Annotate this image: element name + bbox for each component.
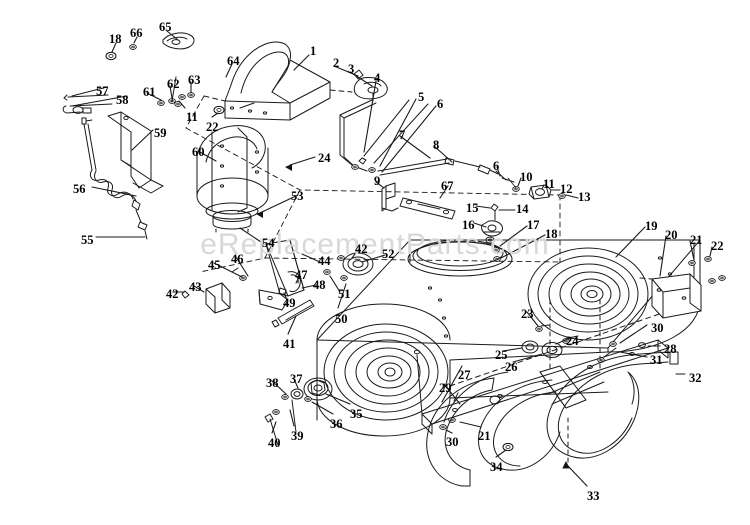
callout-number: 12: [560, 182, 573, 196]
callout-number: 11: [186, 110, 198, 124]
callout-number: 21: [690, 233, 703, 247]
callout-number: 67: [441, 179, 454, 193]
callout-number: 54: [262, 236, 275, 250]
callout-number: 16: [462, 218, 475, 232]
callout-number: 10: [520, 170, 533, 184]
callout-number: 44: [318, 254, 331, 268]
callout-number: 59: [154, 126, 167, 140]
callout-number: 9: [374, 174, 381, 188]
callout-number: 3: [348, 62, 355, 76]
callout-number: 42: [355, 242, 368, 256]
callout-number: 53: [291, 189, 304, 203]
callout-number: 42: [166, 287, 179, 301]
callout-number: 52: [382, 247, 395, 261]
callout-number: 1: [310, 44, 317, 58]
callout-number: 41: [283, 337, 296, 351]
callout-number: 6: [493, 159, 500, 173]
callout-number: 58: [116, 93, 129, 107]
callout-number: 11: [543, 177, 555, 191]
callout-number: 14: [516, 202, 529, 216]
callout-number: 66: [130, 26, 143, 40]
callout-number: 63: [188, 73, 201, 87]
callout-number: 45: [208, 258, 221, 272]
callout-number: 6: [437, 97, 444, 111]
callout-number: 15: [466, 201, 479, 215]
callout-number: 18: [109, 32, 122, 46]
callout-number: 34: [490, 460, 503, 474]
callout-number: 36: [330, 417, 343, 431]
callout-number: 28: [664, 342, 677, 356]
callout-number: 22: [711, 239, 724, 253]
callout-number: 20: [665, 228, 678, 242]
callout-number: 56: [73, 182, 86, 196]
callout-number: 40: [268, 436, 281, 450]
callout-number: 37: [290, 372, 303, 386]
callout-number: 55: [81, 233, 94, 247]
callout-number: 33: [587, 489, 600, 503]
callout-number: 51: [338, 287, 351, 301]
callout-number: 13: [578, 190, 591, 204]
callout-number: 64: [227, 54, 240, 68]
callout-number: 39: [291, 429, 304, 443]
callout-number: 19: [645, 219, 658, 233]
callout-number: 24: [318, 151, 331, 165]
callout-number: 21: [478, 429, 491, 443]
callout-number: 24: [566, 334, 579, 348]
callout-number: 47: [295, 268, 308, 282]
callout-number: 43: [189, 280, 202, 294]
callout-number: 35: [350, 407, 363, 421]
callout-number: 5: [418, 90, 425, 104]
callout-number: 30: [651, 321, 664, 335]
callout-number: 60: [192, 145, 205, 159]
callout-number: 32: [689, 371, 702, 385]
callout-number: 38: [266, 376, 279, 390]
callout-number: 48: [313, 278, 326, 292]
callout-number: 17: [527, 218, 540, 232]
callout-number: 46: [231, 252, 244, 266]
callout-number: 7: [399, 128, 406, 142]
callout-number: 18: [545, 227, 558, 241]
callout-number: 23: [521, 307, 534, 321]
callout-number: 26: [505, 360, 518, 374]
callout-number: 4: [374, 71, 381, 85]
callout-number: 29: [439, 381, 452, 395]
callout-number: 25: [495, 348, 508, 362]
callout-number: 61: [143, 85, 156, 99]
callout-number: 57: [96, 84, 109, 98]
callout-number: 50: [335, 312, 348, 326]
callout-number: 49: [283, 296, 296, 310]
callout-number: 22: [206, 120, 219, 134]
callout-number: 30: [446, 435, 459, 449]
callout-number: 62: [167, 77, 180, 91]
callout-number: 65: [159, 20, 172, 34]
callout-number: 27: [458, 368, 471, 382]
callout-number: 31: [650, 353, 663, 367]
callout-number: 8: [433, 138, 440, 152]
callout-number: 2: [333, 56, 340, 70]
